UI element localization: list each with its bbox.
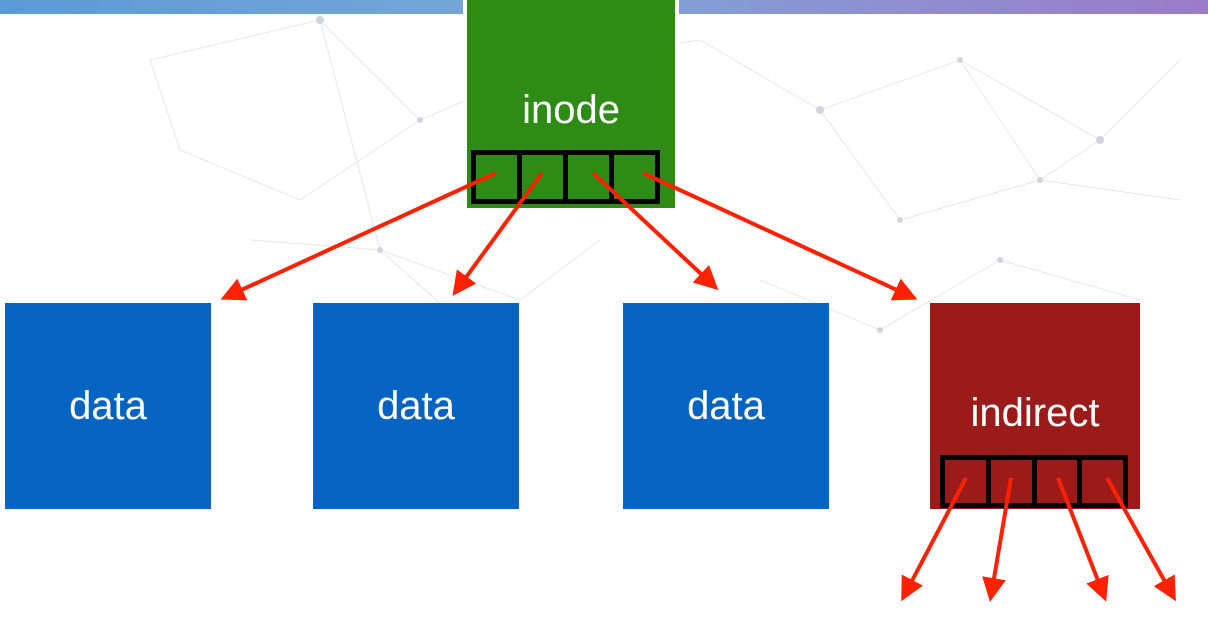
arrow-inode-to-data-1 [220,171,497,301]
data-block-1: data [5,303,211,509]
indirect-pointer-slot [945,460,991,503]
data-block-3: data [623,303,829,509]
data-block-label: data [377,383,455,428]
indirect-label: indirect [970,391,1100,435]
inode-label: inode [522,88,620,132]
arrow-inode-to-indirect [642,171,918,301]
data-block-2: data [313,303,519,509]
inode-pointer-slot [568,155,614,199]
arrow-indirect-out-2 [982,477,1013,602]
arrow-indirect-out-4 [1105,477,1176,602]
inode-pointer-slot [476,155,522,199]
arrow-inode-to-data-2 [452,171,544,296]
indirect-pointer-slots [940,455,1128,508]
indirect-pointer-slot [990,460,1037,503]
data-block-label: data [69,383,147,428]
arrow-indirect-out-3 [1056,477,1109,602]
arrow-inode-to-data-3 [591,171,719,291]
data-block-label: data [687,383,765,428]
arrow-indirect-out-1 [901,477,968,602]
